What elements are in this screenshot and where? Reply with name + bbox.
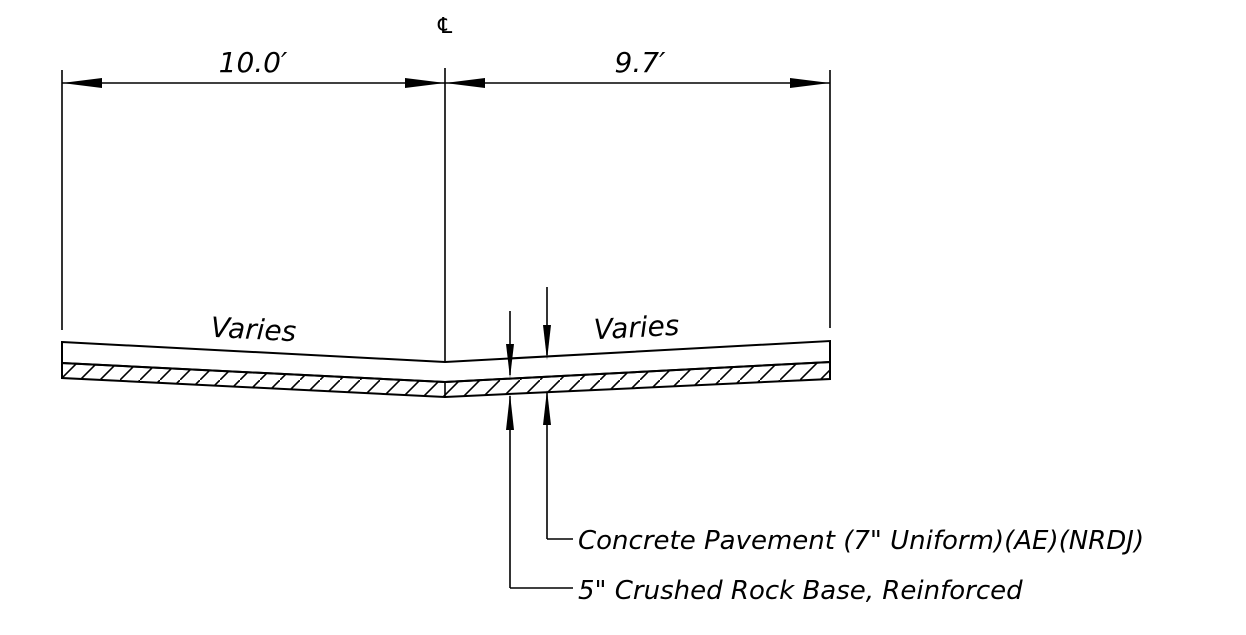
- right-slope-label: Varies: [593, 309, 680, 346]
- left-dimension-line: [62, 78, 445, 88]
- centerline-symbol: ℄: [435, 14, 455, 39]
- pavement-thickness-arrow-top: [543, 287, 551, 360]
- pavement-leader: [543, 390, 573, 540]
- right-dimension-line: [445, 78, 830, 88]
- pavement-callout: Concrete Pavement (7" Uniform)(AE)(NRDJ): [578, 526, 1144, 556]
- base-thickness-arrow-top: [506, 311, 514, 378]
- base-callout: 5" Crushed Rock Base, Reinforced: [578, 576, 1023, 606]
- left-slope-label: Varies: [210, 311, 297, 348]
- right-width-label: 9.7′: [615, 46, 667, 79]
- base-leader: [506, 394, 573, 589]
- left-width-label: 10.0′: [219, 46, 288, 79]
